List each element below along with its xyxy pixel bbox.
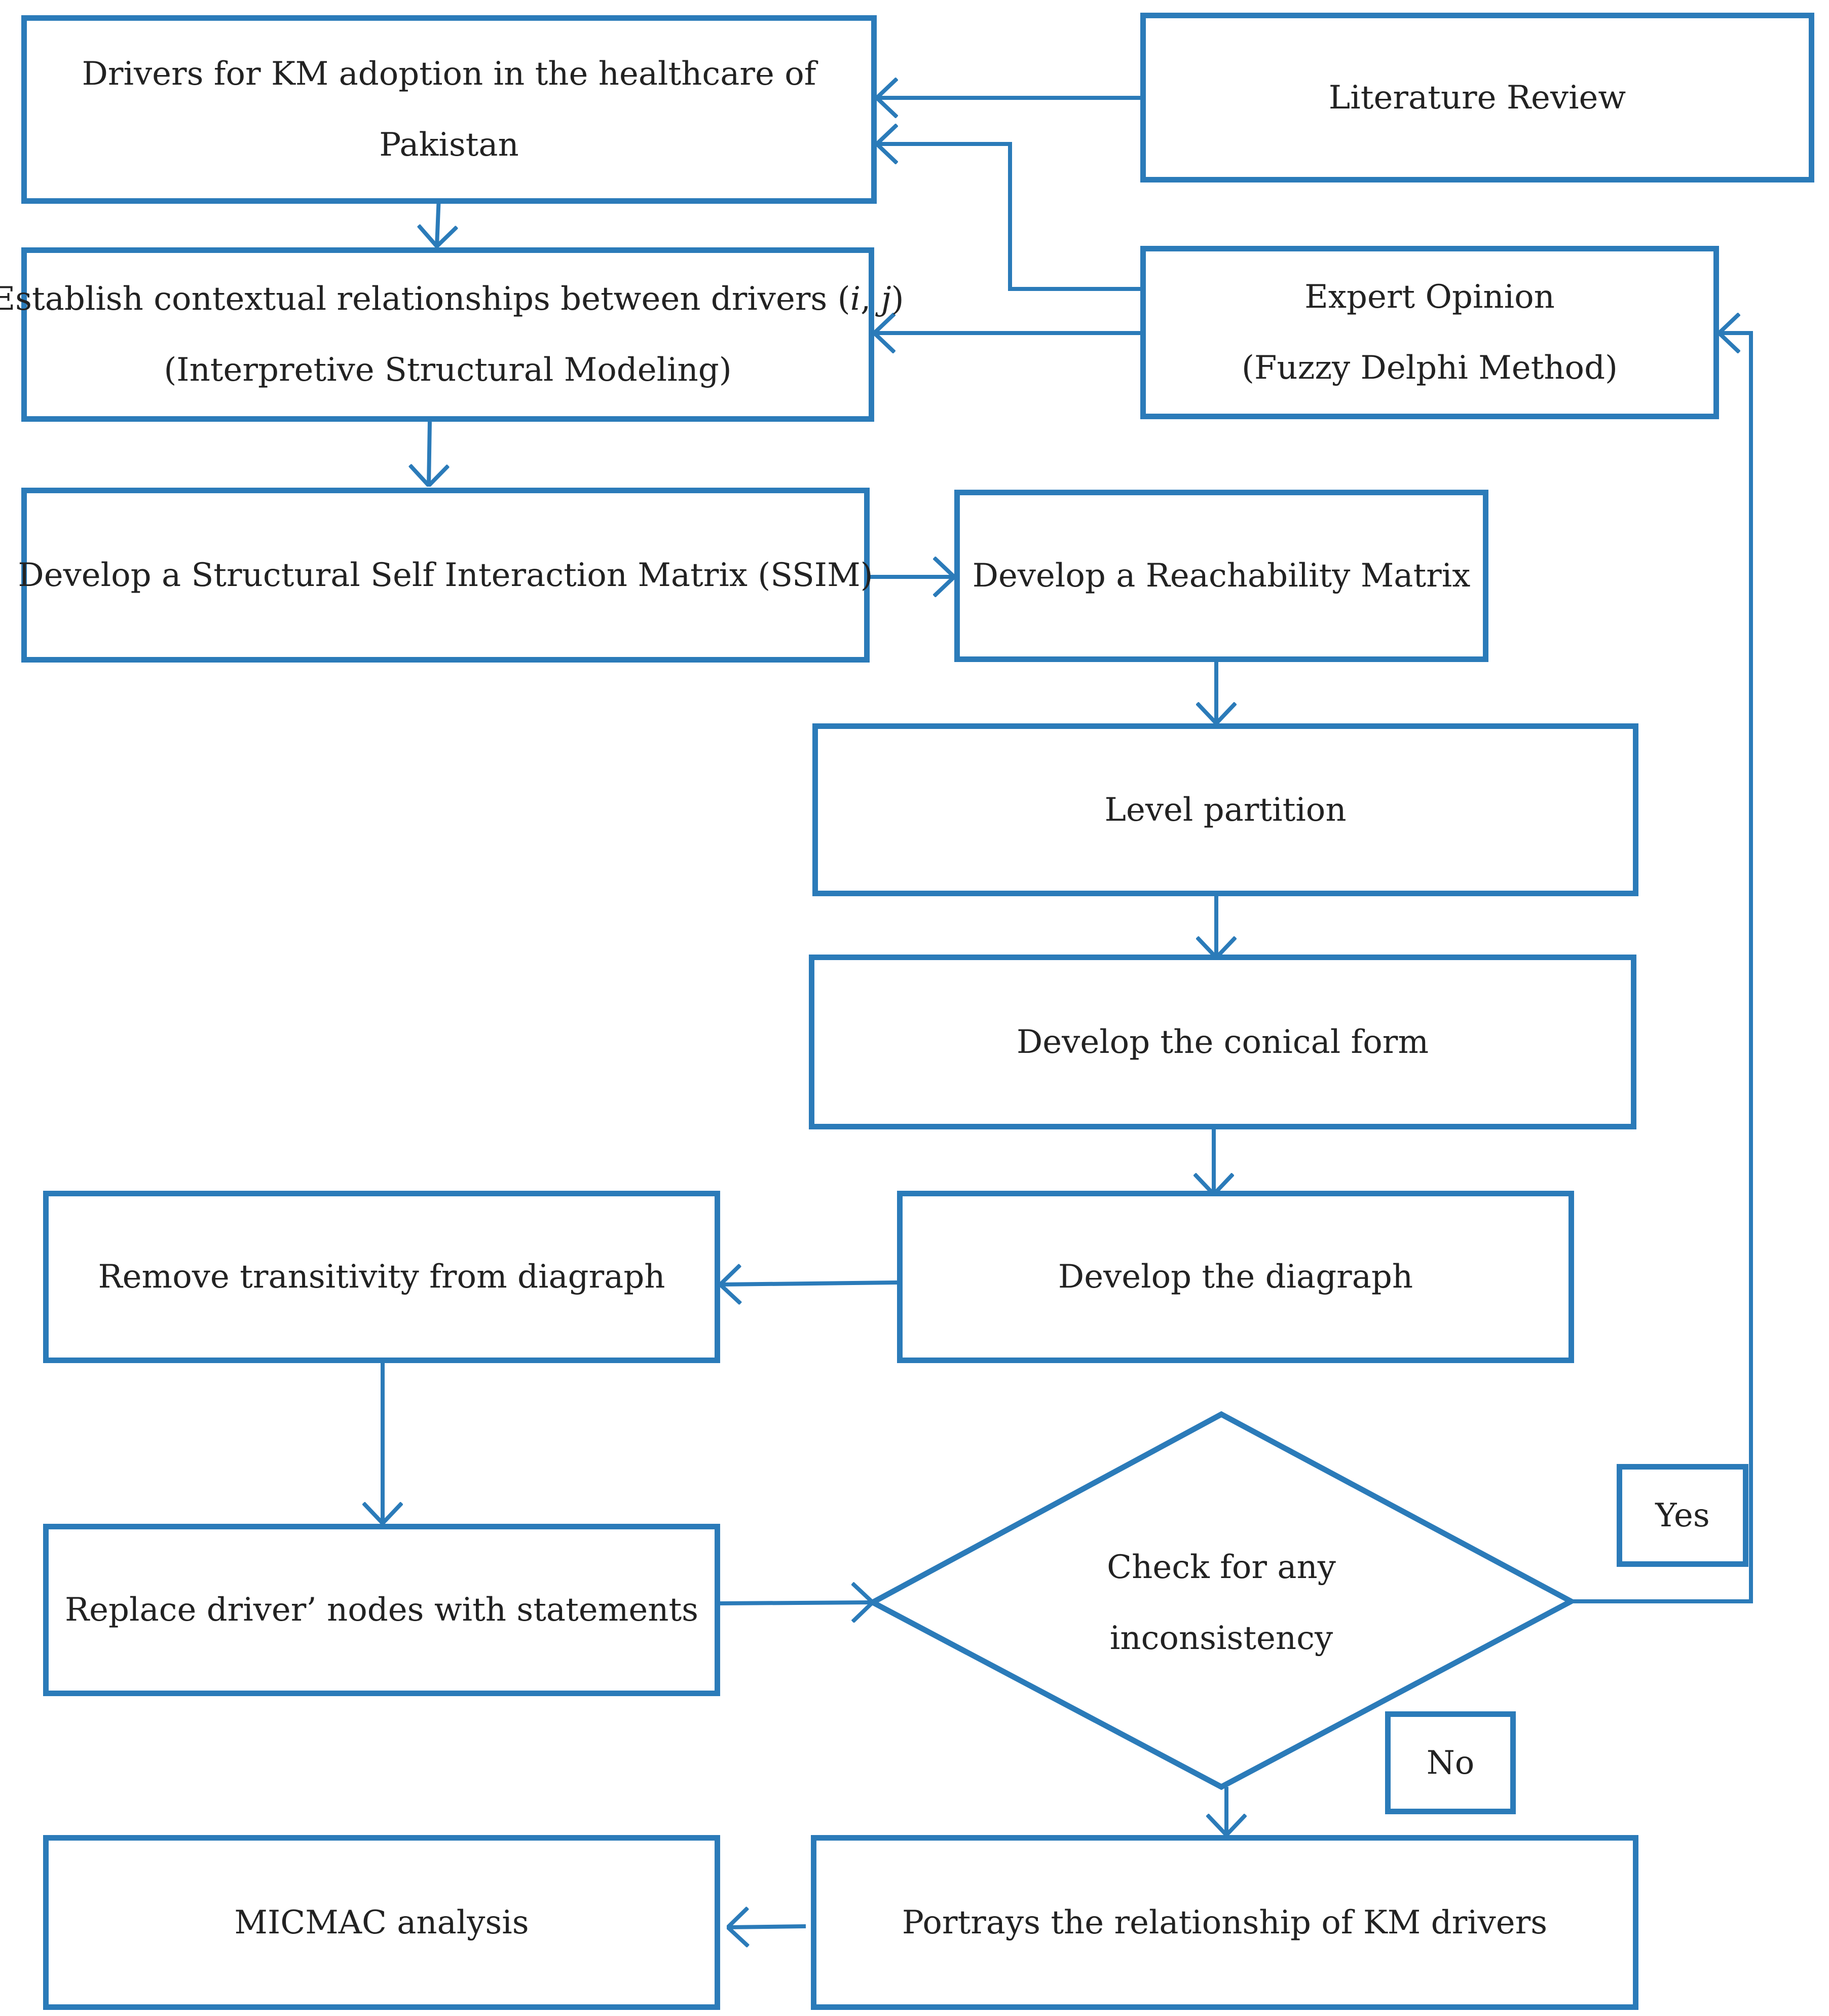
level-partition-box: Level partition xyxy=(812,723,1638,896)
remove-transitivity-box: Remove transitivity from diagraph xyxy=(43,1191,720,1363)
expert-opinion-box: Expert Opinion (Fuzzy Delphi Method) xyxy=(1140,246,1719,419)
establish-relationships-box: Establish contextual relationships betwe… xyxy=(0,247,904,422)
drivers-line1: Drivers for KM adoption in the healthcar… xyxy=(82,55,816,93)
reachability-matrix-label: Develop a Reachability Matrix xyxy=(972,557,1471,595)
drivers-line2: Pakistan xyxy=(379,126,519,164)
arrow-portrays-to-micmac xyxy=(728,1926,806,1927)
ssim-box: Develop a Structural Self Interaction Ma… xyxy=(18,488,873,663)
yes-label-box: Yes xyxy=(1617,1464,1748,1567)
yes-label: Yes xyxy=(1655,1496,1710,1534)
ssim-label: Develop a Structural Self Interaction Ma… xyxy=(18,556,873,594)
conical-form-box: Develop the conical form xyxy=(809,955,1636,1129)
develop-diagraph-label: Develop the diagraph xyxy=(1058,1258,1413,1296)
establish-line2: (Interpretive Structural Modeling) xyxy=(164,351,732,389)
drivers-box: Drivers for KM adoption in the healthcar… xyxy=(21,15,877,204)
establish-line1: Establish contextual relationships betwe… xyxy=(0,280,904,318)
replace-nodes-box: Replace driver’ nodes with statements xyxy=(43,1524,720,1696)
micmac-analysis-label: MICMAC analysis xyxy=(234,1903,529,1941)
replace-nodes-label: Replace driver’ nodes with statements xyxy=(64,1591,699,1629)
literature-review-box: Literature Review xyxy=(1140,13,1814,182)
arrow-establish-to-ssim xyxy=(429,421,430,486)
reachability-matrix-box: Develop a Reachability Matrix xyxy=(954,490,1488,662)
level-partition-label: Level partition xyxy=(1104,791,1347,829)
arrow-expert-to-drivers xyxy=(877,144,1140,291)
no-label: No xyxy=(1426,1744,1475,1782)
arrow-decision-yes-to-expert xyxy=(1571,333,1753,1603)
portrays-relationship-label: Portrays the relationship of KM drivers xyxy=(902,1903,1548,1941)
micmac-analysis-box: MICMAC analysis xyxy=(43,1835,720,2010)
decision-diamond xyxy=(867,1411,1577,1790)
arrow-diagraph-to-transitivity xyxy=(720,1282,898,1285)
arrow-replace-to-decision xyxy=(720,1602,873,1603)
develop-diagraph-box: Develop the diagraph xyxy=(897,1191,1574,1363)
expert-opinion-line1: Expert Opinion xyxy=(1304,278,1555,316)
literature-review-label: Literature Review xyxy=(1328,79,1626,117)
decision-line2: inconsistency xyxy=(1109,1620,1333,1657)
expert-opinion-line2: (Fuzzy Delphi Method) xyxy=(1242,349,1618,387)
no-label-box: No xyxy=(1385,1711,1516,1814)
conical-form-label: Develop the conical form xyxy=(1016,1023,1429,1061)
decision-line1: Check for any xyxy=(1107,1549,1336,1586)
decision-text: Check for any inconsistency xyxy=(1019,1532,1424,1674)
portrays-relationship-box: Portrays the relationship of KM drivers xyxy=(811,1835,1638,2010)
remove-transitivity-label: Remove transitivity from diagraph xyxy=(98,1258,665,1296)
